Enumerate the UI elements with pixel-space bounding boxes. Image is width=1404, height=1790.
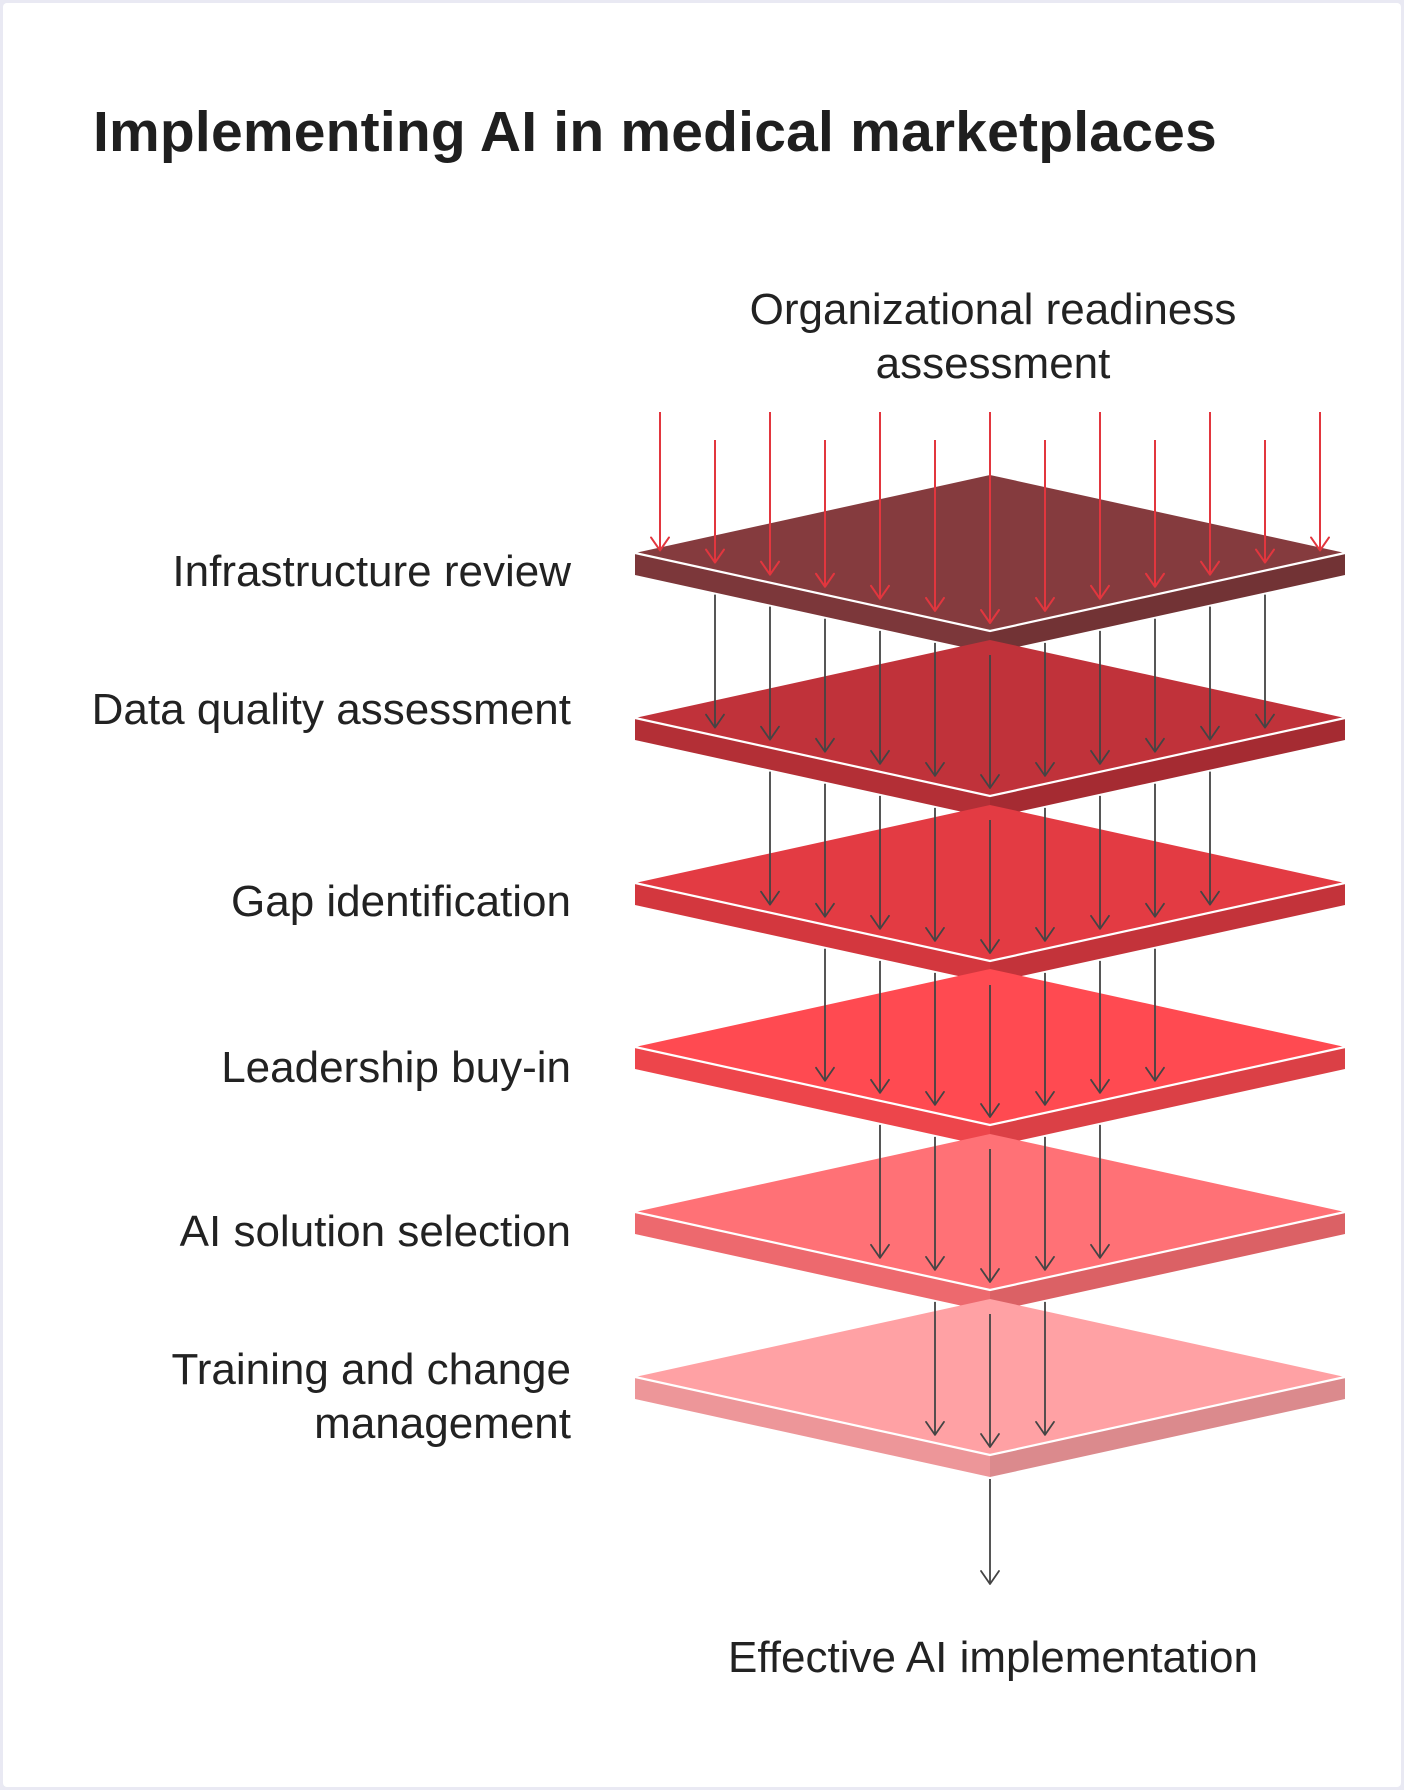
diagram-title: Implementing AI in medical marketplaces	[93, 100, 1217, 164]
flow-arrow-l4-5-head	[1090, 1243, 1110, 1259]
input-arrow-7-head	[980, 609, 1000, 624]
layer-label-3: Gap identification	[231, 877, 571, 926]
layer-3-right-side	[990, 883, 1345, 983]
flow-arrow-l1-4-head	[870, 749, 890, 765]
input-arrow-13-head	[1310, 536, 1330, 552]
layer-label-5: AI solution selection	[179, 1207, 571, 1256]
flow-arrow-l3-5-head	[1035, 1091, 1055, 1106]
flow-arrow-l2-9-head	[1200, 890, 1220, 906]
layer-3-edge	[634, 881, 1346, 963]
input-arrow-1-head	[650, 536, 670, 552]
input-arrow-5-head	[870, 584, 890, 600]
layer-label-1: Infrastructure review	[172, 547, 571, 596]
flow-arrow-l1-2-head	[760, 725, 780, 741]
layer-3-left-side	[635, 883, 990, 983]
flow-arrow-l1-5-head	[925, 762, 945, 777]
input-arrow-4-head	[815, 572, 835, 588]
layer-label-2: Data quality assessment	[91, 685, 571, 734]
layer-5-edge	[634, 1210, 1346, 1292]
flow-arrow-l1-10-head	[1200, 725, 1220, 741]
flow-arrow-l3-6-head	[1090, 1078, 1110, 1094]
flow-arrow-l5-3-head	[1035, 1421, 1055, 1436]
layer-6-right-side	[990, 1377, 1345, 1477]
arrows	[650, 412, 1330, 1585]
flow-arrow-l2-6-head	[1035, 927, 1055, 942]
layer-label-6: Training and change management	[171, 1345, 571, 1448]
input-label: Organizational readiness assessment	[749, 285, 1237, 388]
input-arrow-6-head	[925, 596, 945, 612]
flow-arrow-l1-8-head	[1090, 749, 1110, 765]
layer-2-right-side	[990, 718, 1345, 818]
flow-arrow-l1-6-head	[980, 774, 1000, 789]
output-arrow-head	[980, 1570, 1000, 1585]
flow-arrow-l4-3-head	[980, 1268, 1000, 1283]
layer-2-edge	[634, 716, 1346, 798]
flow-arrow-l1-1-head	[705, 713, 725, 729]
flow-arrow-l4-2-head	[925, 1256, 945, 1271]
flow-arrow-l3-1-head	[815, 1066, 835, 1082]
layer-4-right-side	[990, 1047, 1345, 1147]
layer-6-left-side	[635, 1377, 990, 1477]
flow-arrow-l1-3-head	[815, 737, 835, 753]
flow-arrow-l2-1-head	[760, 890, 780, 906]
layer-1-right-side	[990, 553, 1345, 653]
layer-label-4: Leadership buy-in	[221, 1043, 571, 1092]
flow-arrow-l2-2-head	[815, 902, 835, 918]
flow-arrow-l2-4-head	[925, 927, 945, 942]
flow-arrow-l3-4-head	[980, 1103, 1000, 1118]
flow-arrow-l3-3-head	[925, 1091, 945, 1106]
layer-5-left-side	[635, 1212, 990, 1312]
input-arrow-8-head	[1035, 596, 1055, 612]
flow-arrow-l5-1-head	[925, 1421, 945, 1436]
flow-arrow-l1-9-head	[1145, 737, 1165, 753]
input-arrow-10-head	[1145, 572, 1165, 588]
layer-1-edge	[634, 551, 1346, 633]
flow-arrow-l3-2-head	[870, 1078, 890, 1094]
layer-4-edge	[634, 1045, 1346, 1127]
flow-arrow-l2-8-head	[1145, 902, 1165, 918]
input-arrow-3-head	[760, 560, 780, 576]
flow-arrow-l2-7-head	[1090, 914, 1110, 930]
flow-arrow-l1-7-head	[1035, 762, 1055, 777]
input-arrow-11-head	[1200, 560, 1220, 576]
flow-arrow-l5-2-head	[980, 1433, 1000, 1448]
flow-arrow-l2-3-head	[870, 914, 890, 930]
output-label: Effective AI implementation	[728, 1633, 1258, 1682]
layer-4-left-side	[635, 1047, 990, 1147]
flow-arrow-l1-11-head	[1255, 713, 1275, 729]
flow-arrow-l3-7-head	[1145, 1066, 1165, 1082]
layer-5-right-side	[990, 1212, 1345, 1312]
flow-arrow-l4-4-head	[1035, 1256, 1055, 1271]
input-arrow-2-head	[705, 548, 725, 564]
flow-arrow-l2-5-head	[980, 939, 1000, 954]
input-arrow-9-head	[1090, 584, 1110, 600]
layer-6-edge	[634, 1375, 1346, 1457]
layer-1-left-side	[635, 553, 990, 653]
flow-arrow-l4-1-head	[870, 1243, 890, 1259]
layer-2-left-side	[635, 718, 990, 818]
input-arrow-12-head	[1255, 548, 1275, 564]
